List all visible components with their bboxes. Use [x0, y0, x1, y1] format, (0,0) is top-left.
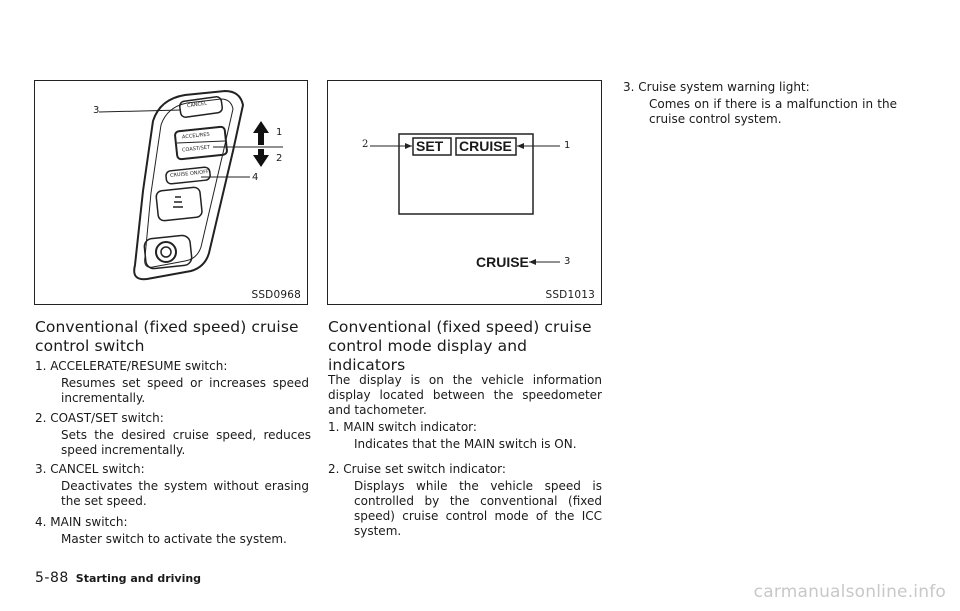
- section-title: Conventional (fixed speed) cruise contro…: [35, 318, 299, 355]
- list-item-label: 3. Cruise system warning light:: [623, 80, 810, 94]
- cruise-switch-illustration: [98, 89, 283, 281]
- section-title: Conventional (fixed speed) cruise contro…: [328, 318, 592, 374]
- list-item-desc: Master switch to activate the system.: [61, 532, 287, 546]
- list-item-label: 2. COAST/SET switch:: [35, 411, 164, 425]
- callout-1: 1: [564, 140, 571, 151]
- list-item-desc: Resumes set speed or increases speed inc…: [61, 376, 309, 405]
- page-footer: 5-88 Starting and driving: [35, 570, 201, 586]
- list-item-desc: Displays while the vehicle speed is cont…: [354, 479, 602, 538]
- list-item-label: 1. MAIN switch indicator:: [328, 420, 477, 434]
- callout-1: 1: [276, 127, 283, 138]
- callout-3: 3: [564, 256, 571, 267]
- section-intro: The display is on the vehicle informatio…: [328, 373, 602, 417]
- list-item-label: 3. CANCEL switch:: [35, 462, 145, 476]
- set-indicator: SET: [416, 138, 444, 154]
- cruise-warning-light: CRUISE: [476, 254, 529, 270]
- callout-4: 4: [252, 172, 259, 183]
- figure-cruise-switch: 3 1 2 4 CANCEL ACCEL/RES COAST/SET CRUIS…: [34, 80, 308, 305]
- footer-section: Starting and driving: [75, 572, 202, 585]
- callout-2: 2: [276, 153, 283, 164]
- list-item-desc: Indicates that the MAIN switch is ON.: [354, 437, 577, 451]
- page-number: 5-88: [35, 570, 69, 586]
- list-item-label: 4. MAIN switch:: [35, 515, 128, 529]
- cruise-display-illustration: [370, 133, 560, 265]
- list-item-desc: Comes on if there is a malfunction in th…: [649, 97, 897, 126]
- callout-3: 3: [93, 105, 100, 116]
- figure-code: SSD0968: [251, 289, 301, 301]
- cruise-indicator: CRUISE: [459, 138, 512, 154]
- figure-cruise-display: 2 1 3 SET CRUISE CRUISE SSD1013: [327, 80, 602, 305]
- list-item-desc: Sets the desired cruise speed, reduces s…: [61, 428, 311, 457]
- list-item-desc: Deactivates the system without erasing t…: [61, 479, 309, 508]
- callout-2: 2: [362, 139, 369, 150]
- watermark: carmanualsonline.info: [753, 582, 946, 602]
- list-item-label: 1. ACCELERATE/RESUME switch:: [35, 359, 228, 373]
- figure-code: SSD1013: [545, 289, 595, 301]
- list-item-label: 2. Cruise set switch indicator:: [328, 462, 506, 476]
